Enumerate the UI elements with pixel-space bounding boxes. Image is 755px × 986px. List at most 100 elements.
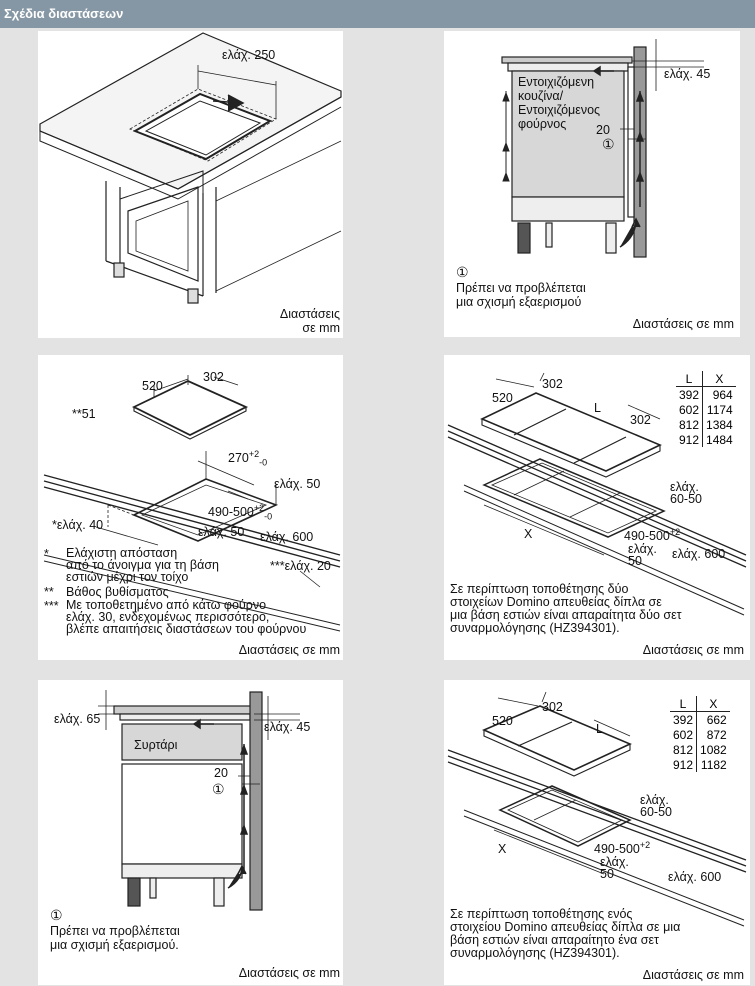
section-title: Σχέδια διαστάσεων bbox=[4, 6, 124, 21]
cell-L: 392 bbox=[670, 711, 698, 727]
dim-490-sup: +2 bbox=[669, 527, 681, 537]
drawing-two-domino bbox=[447, 372, 747, 616]
units-label: Διαστάσεις σε mm bbox=[642, 968, 744, 982]
table-row: 602 872 bbox=[670, 727, 730, 742]
dim-X: X bbox=[498, 842, 507, 856]
dim-490-sup: +2 bbox=[639, 840, 651, 850]
table-row: 392 662 bbox=[670, 711, 730, 727]
cell-L: 912 bbox=[670, 757, 698, 772]
cell-L: 392 bbox=[676, 386, 704, 402]
dim-20: 20 bbox=[214, 766, 228, 780]
cell-X: 1174 bbox=[706, 402, 733, 417]
drawer-label: Συρτάρι bbox=[134, 738, 178, 752]
col-X: X bbox=[696, 696, 730, 712]
dim-min-50: ελάχ. 50 bbox=[600, 855, 629, 881]
dim-270-value: 270 bbox=[228, 451, 249, 466]
callout-1: ① bbox=[212, 781, 225, 797]
cell-X: 872 bbox=[706, 727, 727, 742]
dim-min-60-50: ελάχ. 60-50 bbox=[640, 793, 672, 819]
dim-490-value: 490-500 bbox=[624, 529, 670, 544]
note-2-mark: ** bbox=[44, 585, 54, 599]
cell-L: 912 bbox=[676, 432, 704, 447]
units-label: Διαστάσεις σε mm bbox=[238, 966, 340, 980]
note-text: Πρέπει να προβλέπεται μια σχισμή εξαερισ… bbox=[50, 924, 180, 952]
note-2-text: Βάθος βυθίσματος bbox=[66, 585, 169, 599]
dim-min-20: ***ελάχ. 20 bbox=[270, 559, 331, 573]
dim-520: 520 bbox=[492, 714, 513, 728]
cell-X: 964 bbox=[712, 387, 733, 402]
table-row: 392 964 bbox=[676, 386, 736, 402]
oven-label: Εντοιχιζόμενη κουζίνα/ Εντοιχιζόμενος φο… bbox=[518, 75, 601, 131]
dim-min-600: ελάχ. 600 bbox=[668, 870, 722, 884]
drawing-single-cutout bbox=[43, 375, 341, 632]
col-X: X bbox=[702, 371, 736, 387]
units-label: Διαστάσεις σε mm bbox=[279, 307, 340, 335]
note-marker: ① bbox=[456, 264, 469, 280]
dim-520: 520 bbox=[142, 379, 163, 393]
drawing-drawer-section bbox=[98, 690, 300, 911]
drawing-countertop-cutout bbox=[39, 32, 342, 304]
dim-min-45: ελάχ. 45 bbox=[664, 67, 711, 81]
units-label: Διαστάσεις σε mm bbox=[238, 643, 340, 657]
dim-490-500: 490-500+2 bbox=[594, 838, 650, 856]
dim-490-value: 490-500 bbox=[208, 505, 254, 520]
note-text: Σε περίπτωση τοποθέτησης ενός στοιχείου … bbox=[450, 907, 681, 960]
dim-min-65: ελάχ. 65 bbox=[54, 712, 101, 726]
cell-L: 812 bbox=[676, 417, 704, 432]
cell-X: 1082 bbox=[700, 742, 727, 757]
dim-270-sub: -0 bbox=[259, 457, 268, 468]
dim-490-sub: -0 bbox=[264, 511, 273, 522]
note-1-mark: * bbox=[44, 547, 49, 561]
dim-302-a: 302 bbox=[542, 377, 563, 391]
col-L: L bbox=[670, 696, 698, 712]
dim-20: 20 bbox=[596, 123, 610, 137]
dim-L: L bbox=[596, 722, 603, 736]
cell-X: 662 bbox=[706, 712, 727, 727]
drawing-oven-section bbox=[501, 39, 704, 258]
dim-L: L bbox=[594, 401, 601, 415]
note-3-mark: *** bbox=[44, 599, 59, 613]
note-text: Πρέπει να προβλέπεται μια σχισμή εξαερισ… bbox=[456, 281, 586, 309]
dim-302-b: 302 bbox=[630, 413, 651, 427]
dim-min-45: ελάχ. 45 bbox=[264, 720, 311, 734]
note-text: Σε περίπτωση τοποθέτησης δύο στοιχείων D… bbox=[450, 582, 682, 635]
note-3-text: Με τοποθετημένο από κάτω φούρνο ελάχ. 30… bbox=[66, 598, 307, 636]
dim-302: 302 bbox=[542, 700, 563, 714]
dim-depth-51: **51 bbox=[72, 407, 96, 421]
panel-single-cutout: 520 302 **51 270+2-0 ελάχ. 50 490-500+2-… bbox=[38, 355, 343, 660]
units-label: Διαστάσεις σε mm bbox=[642, 643, 744, 657]
cell-L: 602 bbox=[676, 402, 704, 417]
dim-min-60-50: ελάχ. 60-50 bbox=[670, 480, 702, 506]
callout-1: ① bbox=[602, 136, 615, 152]
cell-L: 602 bbox=[670, 727, 698, 742]
dim-302: 302 bbox=[203, 370, 224, 384]
cell-L: 812 bbox=[670, 742, 698, 757]
dim-min-50: ελάχ. 50 bbox=[628, 542, 657, 568]
note-marker: ① bbox=[50, 907, 63, 923]
note-1-text: Ελάχιστη απόσταση από το άνοιγμα για τη … bbox=[66, 546, 219, 584]
dim-min-40: *ελάχ. 40 bbox=[52, 518, 104, 532]
dim-min-250: ελάχ. 250 bbox=[222, 48, 276, 62]
dim-490-value: 490-500 bbox=[594, 842, 640, 857]
dim-min-50-a: ελάχ. 50 bbox=[274, 477, 321, 491]
section-header: Σχέδια διαστάσεων bbox=[0, 0, 755, 28]
dim-270-sup: +2 bbox=[248, 449, 260, 459]
cell-X: 1182 bbox=[700, 757, 727, 772]
col-L: L bbox=[676, 371, 704, 387]
dim-X: X bbox=[524, 527, 533, 541]
dim-490-500: 490-500+2 bbox=[624, 525, 680, 543]
dim-min-600: ελάχ. 600 bbox=[672, 547, 726, 561]
panel-installation-perspective: ελάχ. 250 Διαστάσεις σε mm bbox=[38, 31, 343, 338]
dim-490-sup: +2 bbox=[253, 503, 265, 513]
units-label: Διαστάσεις σε mm bbox=[632, 317, 734, 331]
